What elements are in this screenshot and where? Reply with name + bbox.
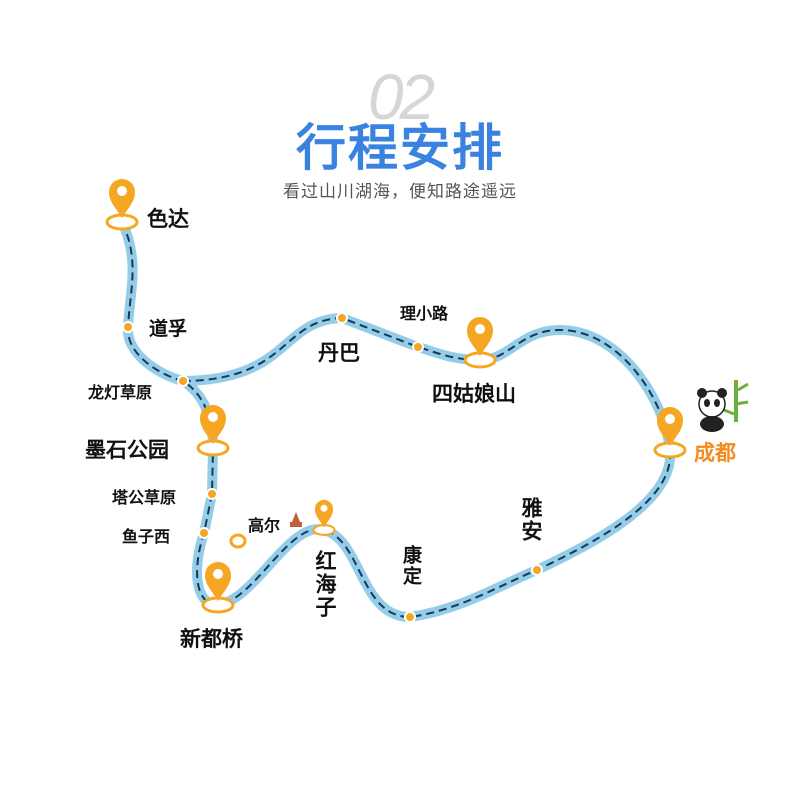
- panda-icon: [697, 380, 749, 432]
- page-title: 行程安排: [296, 119, 504, 177]
- stop-dot-kangding: [404, 611, 416, 623]
- label-xinduqiao: 新都桥: [180, 627, 243, 651]
- label-moshi: 墨石公园: [85, 438, 169, 462]
- stop-dot-lixiaolu: [412, 341, 424, 353]
- label-lixiaolu: 理小路: [400, 304, 449, 323]
- stop-dot-longdeng: [177, 375, 189, 387]
- label-longdeng: 龙灯草原: [88, 383, 153, 402]
- pin-icon-xinduqiao: [201, 562, 235, 614]
- label-gaoer: 高尔: [248, 516, 281, 535]
- stop-dot-yaan: [531, 564, 543, 576]
- page-subtitle: 看过山川湖海，便知路途遥远: [283, 182, 517, 202]
- label-daofu: 道孚: [149, 318, 188, 340]
- label-seda: 色达: [147, 207, 189, 231]
- pin-icon-siguniang: [463, 317, 497, 369]
- stop-dot-yuzixi: [198, 527, 210, 539]
- pin-icon-seda: [105, 179, 139, 231]
- label-yaan: 雅安: [519, 497, 543, 543]
- section-number: 02: [368, 61, 435, 133]
- stop-dot-danba: [336, 312, 348, 324]
- gaoer-tower-icon: [290, 512, 302, 527]
- label-chengdu: 成都: [694, 441, 736, 465]
- pin-icon-moshi: [196, 405, 230, 457]
- label-honghaizi: 红海子: [313, 550, 337, 619]
- pin-icon-honghaizi: [312, 499, 336, 536]
- stop-dot-tagong: [206, 488, 218, 500]
- label-danba: 丹巴: [318, 341, 360, 365]
- gaoer-ring: [229, 533, 247, 549]
- pin-icon-chengdu: [653, 407, 687, 459]
- label-kangding: 康定: [400, 545, 422, 587]
- stop-dot-daofu: [122, 321, 134, 333]
- label-yuzixi: 鱼子西: [122, 527, 171, 546]
- label-tagong: 塔公草原: [112, 488, 177, 507]
- label-siguniang: 四姑娘山: [432, 382, 516, 406]
